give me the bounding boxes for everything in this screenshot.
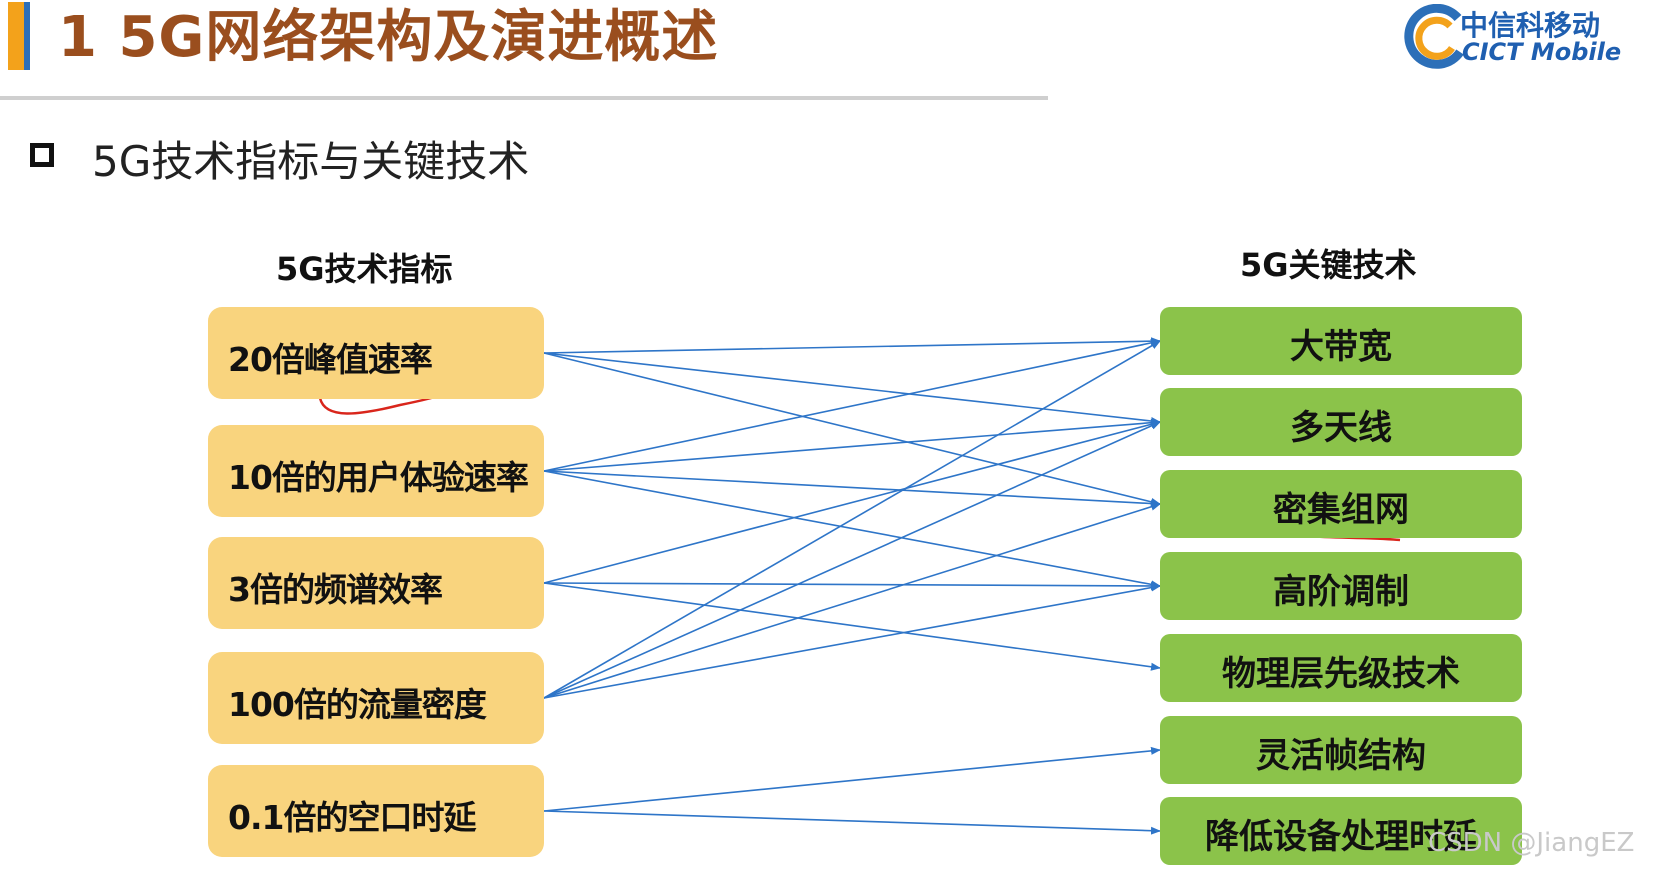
link-arrow: [543, 810, 1161, 835]
indicator-label: 0.1倍的空口时延: [228, 798, 476, 837]
link-arrow: [543, 746, 1161, 812]
technology-box: 灵活帧结构: [1160, 716, 1522, 784]
title-divider: [0, 96, 1048, 100]
link-arrow: [543, 502, 1161, 699]
link-arrow: [543, 581, 1161, 590]
link-arrow: [543, 470, 1161, 508]
link-arrow: [543, 352, 1161, 425]
indicator-label: 100倍的流量密度: [228, 685, 487, 724]
technology-label: 物理层先级技术: [1222, 654, 1460, 694]
link-arrow: [543, 338, 1161, 472]
watermark: CSDN @JiangEZ: [1428, 828, 1635, 858]
technology-label: 高阶调制: [1273, 572, 1409, 612]
link-arrow: [543, 352, 1161, 506]
technology-box: 多天线: [1160, 388, 1522, 456]
technology-box: 降低设备处理时延: [1160, 797, 1522, 865]
link-arrow: [543, 582, 1161, 671]
technology-label: 密集组网: [1273, 490, 1409, 530]
technology-box: 物理层先级技术: [1160, 634, 1522, 702]
technology-box: 密集组网: [1160, 470, 1522, 538]
section-subtitle: 5G技术指标与关键技术: [92, 137, 530, 186]
indicator-label: 3倍的频谱效率: [228, 570, 443, 609]
link-arrow: [543, 340, 1161, 699]
indicator-box: 20倍峰值速率: [208, 307, 544, 399]
technology-box: 大带宽: [1160, 307, 1522, 375]
technology-label: 大带宽: [1290, 327, 1392, 367]
indicator-box: 10倍的用户体验速率: [208, 425, 544, 517]
link-arrow: [543, 337, 1161, 354]
logo-text-cn: 中信科移动: [1460, 9, 1601, 42]
link-arrow: [543, 420, 1161, 584]
square-bullet-icon: [30, 143, 54, 167]
logo-swirl-icon: [1404, 4, 1464, 69]
indicator-box: 100倍的流量密度: [208, 652, 544, 744]
title-accent-bar: [8, 2, 30, 70]
link-arrow: [543, 421, 1161, 699]
slide-title: 1 5G网络架构及演进概述: [58, 5, 719, 70]
indicators-heading: 5G技术指标: [276, 250, 453, 288]
indicator-label: 10倍的用户体验速率: [228, 458, 529, 497]
logo-text-en: CICT Mobile: [1462, 38, 1622, 66]
indicator-box: 0.1倍的空口时延: [208, 765, 544, 857]
technologies-heading: 5G关键技术: [1240, 246, 1417, 284]
technology-label: 灵活帧结构: [1256, 736, 1426, 776]
technology-box: 高阶调制: [1160, 552, 1522, 620]
indicator-box: 3倍的频谱效率: [208, 537, 544, 629]
technology-label: 多天线: [1290, 408, 1392, 448]
indicator-label: 20倍峰值速率: [228, 340, 433, 379]
link-arrow: [543, 418, 1161, 472]
technology-label: 降低设备处理时延: [1205, 817, 1477, 857]
link-arrow: [543, 470, 1161, 589]
link-arrow: [543, 583, 1161, 699]
company-logo: 中信科移动 CICT Mobile: [1400, 4, 1656, 74]
